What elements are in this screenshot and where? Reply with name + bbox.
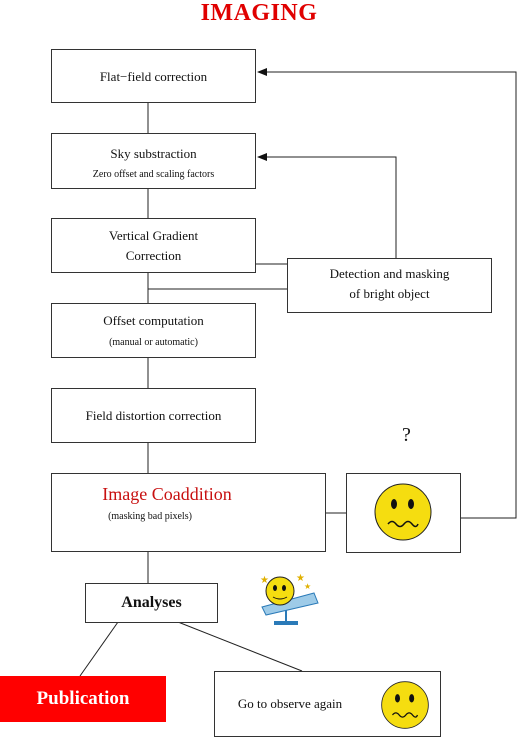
coaddition-sublabel: (masking bad pixels)	[108, 511, 192, 522]
coaddition-label: Image Coaddition	[102, 484, 232, 504]
offset-sublabel: (manual or automatic)	[109, 337, 198, 348]
image-coaddition-box: Image Coaddition (masking bad pixels)	[51, 473, 326, 552]
feedback-arrow	[257, 153, 397, 258]
flat-field-label: Flat−field correction	[99, 69, 208, 84]
sky-subtraction-sublabel: Zero offset and scaling factors	[92, 169, 215, 180]
vertical-gradient-box: Vertical Gradient Correction	[51, 218, 256, 273]
sky-subtraction-label: Sky substraction	[110, 146, 197, 161]
offset-computation-box: Offset computation (manual or automatic)	[51, 303, 256, 358]
worried-face-icon	[381, 681, 429, 729]
question-mark: ?	[402, 424, 411, 446]
svg-text:★: ★	[260, 575, 269, 586]
vertical-gradient-label-1: Vertical Gradient	[108, 228, 199, 243]
svg-text:★: ★	[304, 582, 311, 591]
worried-face-icon	[374, 483, 432, 541]
detection-label-1: Detection and masking	[329, 266, 450, 281]
analyses-label: Analyses	[121, 594, 182, 611]
observe-again-label: Go to observe again	[237, 696, 343, 711]
flat-field-box: Flat−field correction	[51, 49, 256, 103]
diagram-title: IMAGING	[200, 0, 318, 26]
offset-label: Offset computation	[103, 313, 204, 328]
detection-label-2: of bright object	[349, 286, 430, 301]
svg-text:★: ★	[296, 573, 305, 584]
analyses-box: Analyses	[85, 583, 218, 623]
sky-subtraction-box: Sky substraction Zero offset and scaling…	[51, 133, 256, 189]
feedback-arrow	[257, 68, 517, 519]
publication-box: Publication	[0, 676, 166, 722]
field-distortion-box: Field distortion correction	[51, 388, 256, 443]
vertical-gradient-label-2: Correction	[125, 248, 182, 263]
connector	[79, 621, 119, 677]
connector	[177, 621, 303, 672]
detection-masking-box: Detection and masking of bright object	[287, 258, 492, 313]
dizzy-telescope-icon: ★ ★ ★	[260, 573, 319, 625]
field-distortion-label: Field distortion correction	[85, 408, 222, 423]
